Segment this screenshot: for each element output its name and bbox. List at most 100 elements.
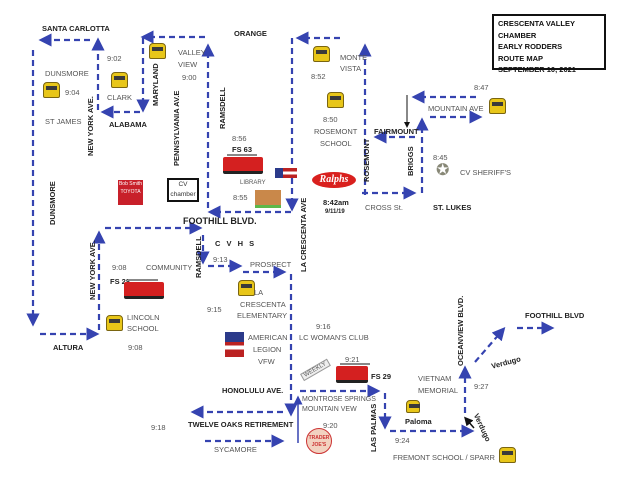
fire-truck-icon [223, 154, 263, 174]
title-line: CRESCENTA VALLEY CHAMBER [498, 19, 575, 40]
bus-icon [499, 447, 516, 463]
stop-label: FS 63 [232, 145, 253, 154]
stop-label: LINCOLN [127, 313, 160, 322]
stop-time: 9:20 [323, 421, 338, 430]
street-label: FAIRMOUNT [374, 127, 419, 136]
title-line: SEPTEMBER 10, 2021 [498, 65, 576, 74]
street-label: OCEANVIEW BLVD. [456, 295, 465, 366]
stop-label: CLARK [107, 93, 133, 102]
stop-label: SCHOOL [320, 139, 352, 148]
bus-icon [489, 98, 506, 114]
stop-label: ROSEMONT [314, 127, 358, 136]
stop-label: ELEMENTARY [237, 311, 288, 320]
stop-time: 8:42am [323, 198, 349, 207]
stop-label: CRESCENTA [240, 300, 286, 309]
street-label: FOOTHILL BLVD. [183, 216, 257, 226]
stop-label: MONTE [340, 53, 368, 62]
stop-time: 9:24 [395, 436, 410, 445]
cv-chamber-box: CV chamber [167, 178, 199, 202]
street-label: Paloma [405, 417, 432, 426]
stop-label: LEGION [253, 345, 282, 354]
stop-label: MEMORIAL [418, 386, 459, 395]
box-text: chamber [170, 191, 196, 198]
stop-time: 9:00 [182, 73, 197, 82]
stop-label: FREMONT SCHOOL / SPARR [393, 453, 495, 462]
bus-icon [313, 46, 330, 62]
ralphs-logo: Ralphs [312, 172, 356, 188]
stop-time: 9:13 [213, 255, 228, 264]
bus-icon [238, 280, 255, 296]
stop-time: 9:04 [65, 88, 80, 97]
stop-label: C V H S [215, 239, 257, 248]
american-legion-logo [225, 332, 244, 357]
bus-icon [106, 315, 123, 331]
stop-time: 8:45 [433, 153, 448, 162]
bus-icon [327, 92, 344, 108]
logo-text: Ralphs [319, 174, 349, 185]
stop-label: VISTA [340, 64, 362, 73]
stop-label: LIBRARY [240, 180, 266, 186]
stop-label: VALLEY [178, 48, 206, 57]
street-label: FOOTHILL BLVD [525, 311, 585, 320]
stop-label: LA [254, 288, 264, 297]
street-label: PROSPECT [250, 260, 292, 269]
stop-label: ST JAMES [45, 117, 82, 126]
stop-time: 8:56 [232, 134, 247, 143]
stop-label: LC WOMAN'S CLUB [299, 333, 369, 342]
street-label: MARYLAND [151, 63, 160, 106]
bus-icon [406, 400, 420, 413]
stop-time: 9:15 [207, 305, 222, 314]
stop-time: 8:55 [233, 193, 248, 202]
title-line: EARLY RODDERS [498, 42, 563, 51]
stop-label: AMERICAN [248, 333, 288, 342]
stop-label: COMMUNITY [146, 263, 193, 272]
stop-time: 9:21 [345, 355, 360, 364]
stop-time: 9:16 [316, 322, 331, 331]
street-label: RAMSDELL [194, 236, 203, 278]
street-label: BRIGGS [406, 146, 415, 176]
stop-label: DUNSMORE [45, 69, 89, 78]
stop-label: SCHOOL [127, 324, 159, 333]
bus-icon [43, 82, 60, 98]
stop-label: MONTROSE SPRINGS [302, 396, 376, 403]
stop-time: 9:18 [151, 423, 166, 432]
library-building-icon [255, 190, 281, 208]
stop-label: VFW [258, 357, 275, 366]
street-label: DUNSMORE [48, 181, 57, 225]
fire-truck-icon [124, 279, 164, 299]
logo-text: Bob Smith TOYOTA [118, 181, 143, 195]
stop-label: MOUNTAIN VEW [302, 406, 357, 413]
street-label: MOUNTAIN AVE [428, 104, 484, 113]
street-label: NEW YORK AVE. [86, 96, 95, 156]
logo-text: TRADER JOE'S [308, 435, 330, 448]
stop-label: FS 28 [110, 277, 131, 286]
street-label: RAMSDELL [218, 87, 227, 129]
street-label: SYCAMORE [214, 445, 257, 454]
stop-date: 9/11/19 [325, 209, 345, 215]
street-label: ALABAMA [109, 120, 147, 129]
stop-time: 9:27 [474, 382, 489, 391]
bus-icon [149, 43, 166, 59]
trader-joes-logo: TRADER JOE'S [306, 428, 332, 454]
stop-label: TWELVE OAKS RETIREMENT [188, 420, 294, 429]
street-label: HONOLULU AVE. [222, 386, 284, 395]
toyota-logo: Bob Smith TOYOTA [118, 180, 143, 205]
title-box: CRESCENTA VALLEY CHAMBER EARLY RODDERS R… [492, 14, 606, 74]
sheriff-star-icon: ✪ [436, 162, 450, 179]
street-label: CROSS St. [365, 203, 403, 212]
stop-time: 8:50 [323, 115, 338, 124]
street-label: LA CRESCENTA AVE [299, 197, 308, 272]
street-label: ALTURA [53, 343, 84, 352]
bus-icon [111, 72, 128, 88]
flag-icon [275, 168, 297, 178]
stop-label: VIETNAM [418, 374, 452, 383]
stop-time: 8:47 [474, 83, 489, 92]
street-label: LAS PALMAS [369, 403, 378, 452]
stop-time: 9:08 [128, 343, 143, 352]
stop-label: CV SHERIFF'S [460, 168, 512, 177]
street-label: ST. LUKES [433, 203, 472, 212]
street-label: ROSEMONT [362, 138, 371, 182]
box-text: CV [178, 181, 188, 188]
